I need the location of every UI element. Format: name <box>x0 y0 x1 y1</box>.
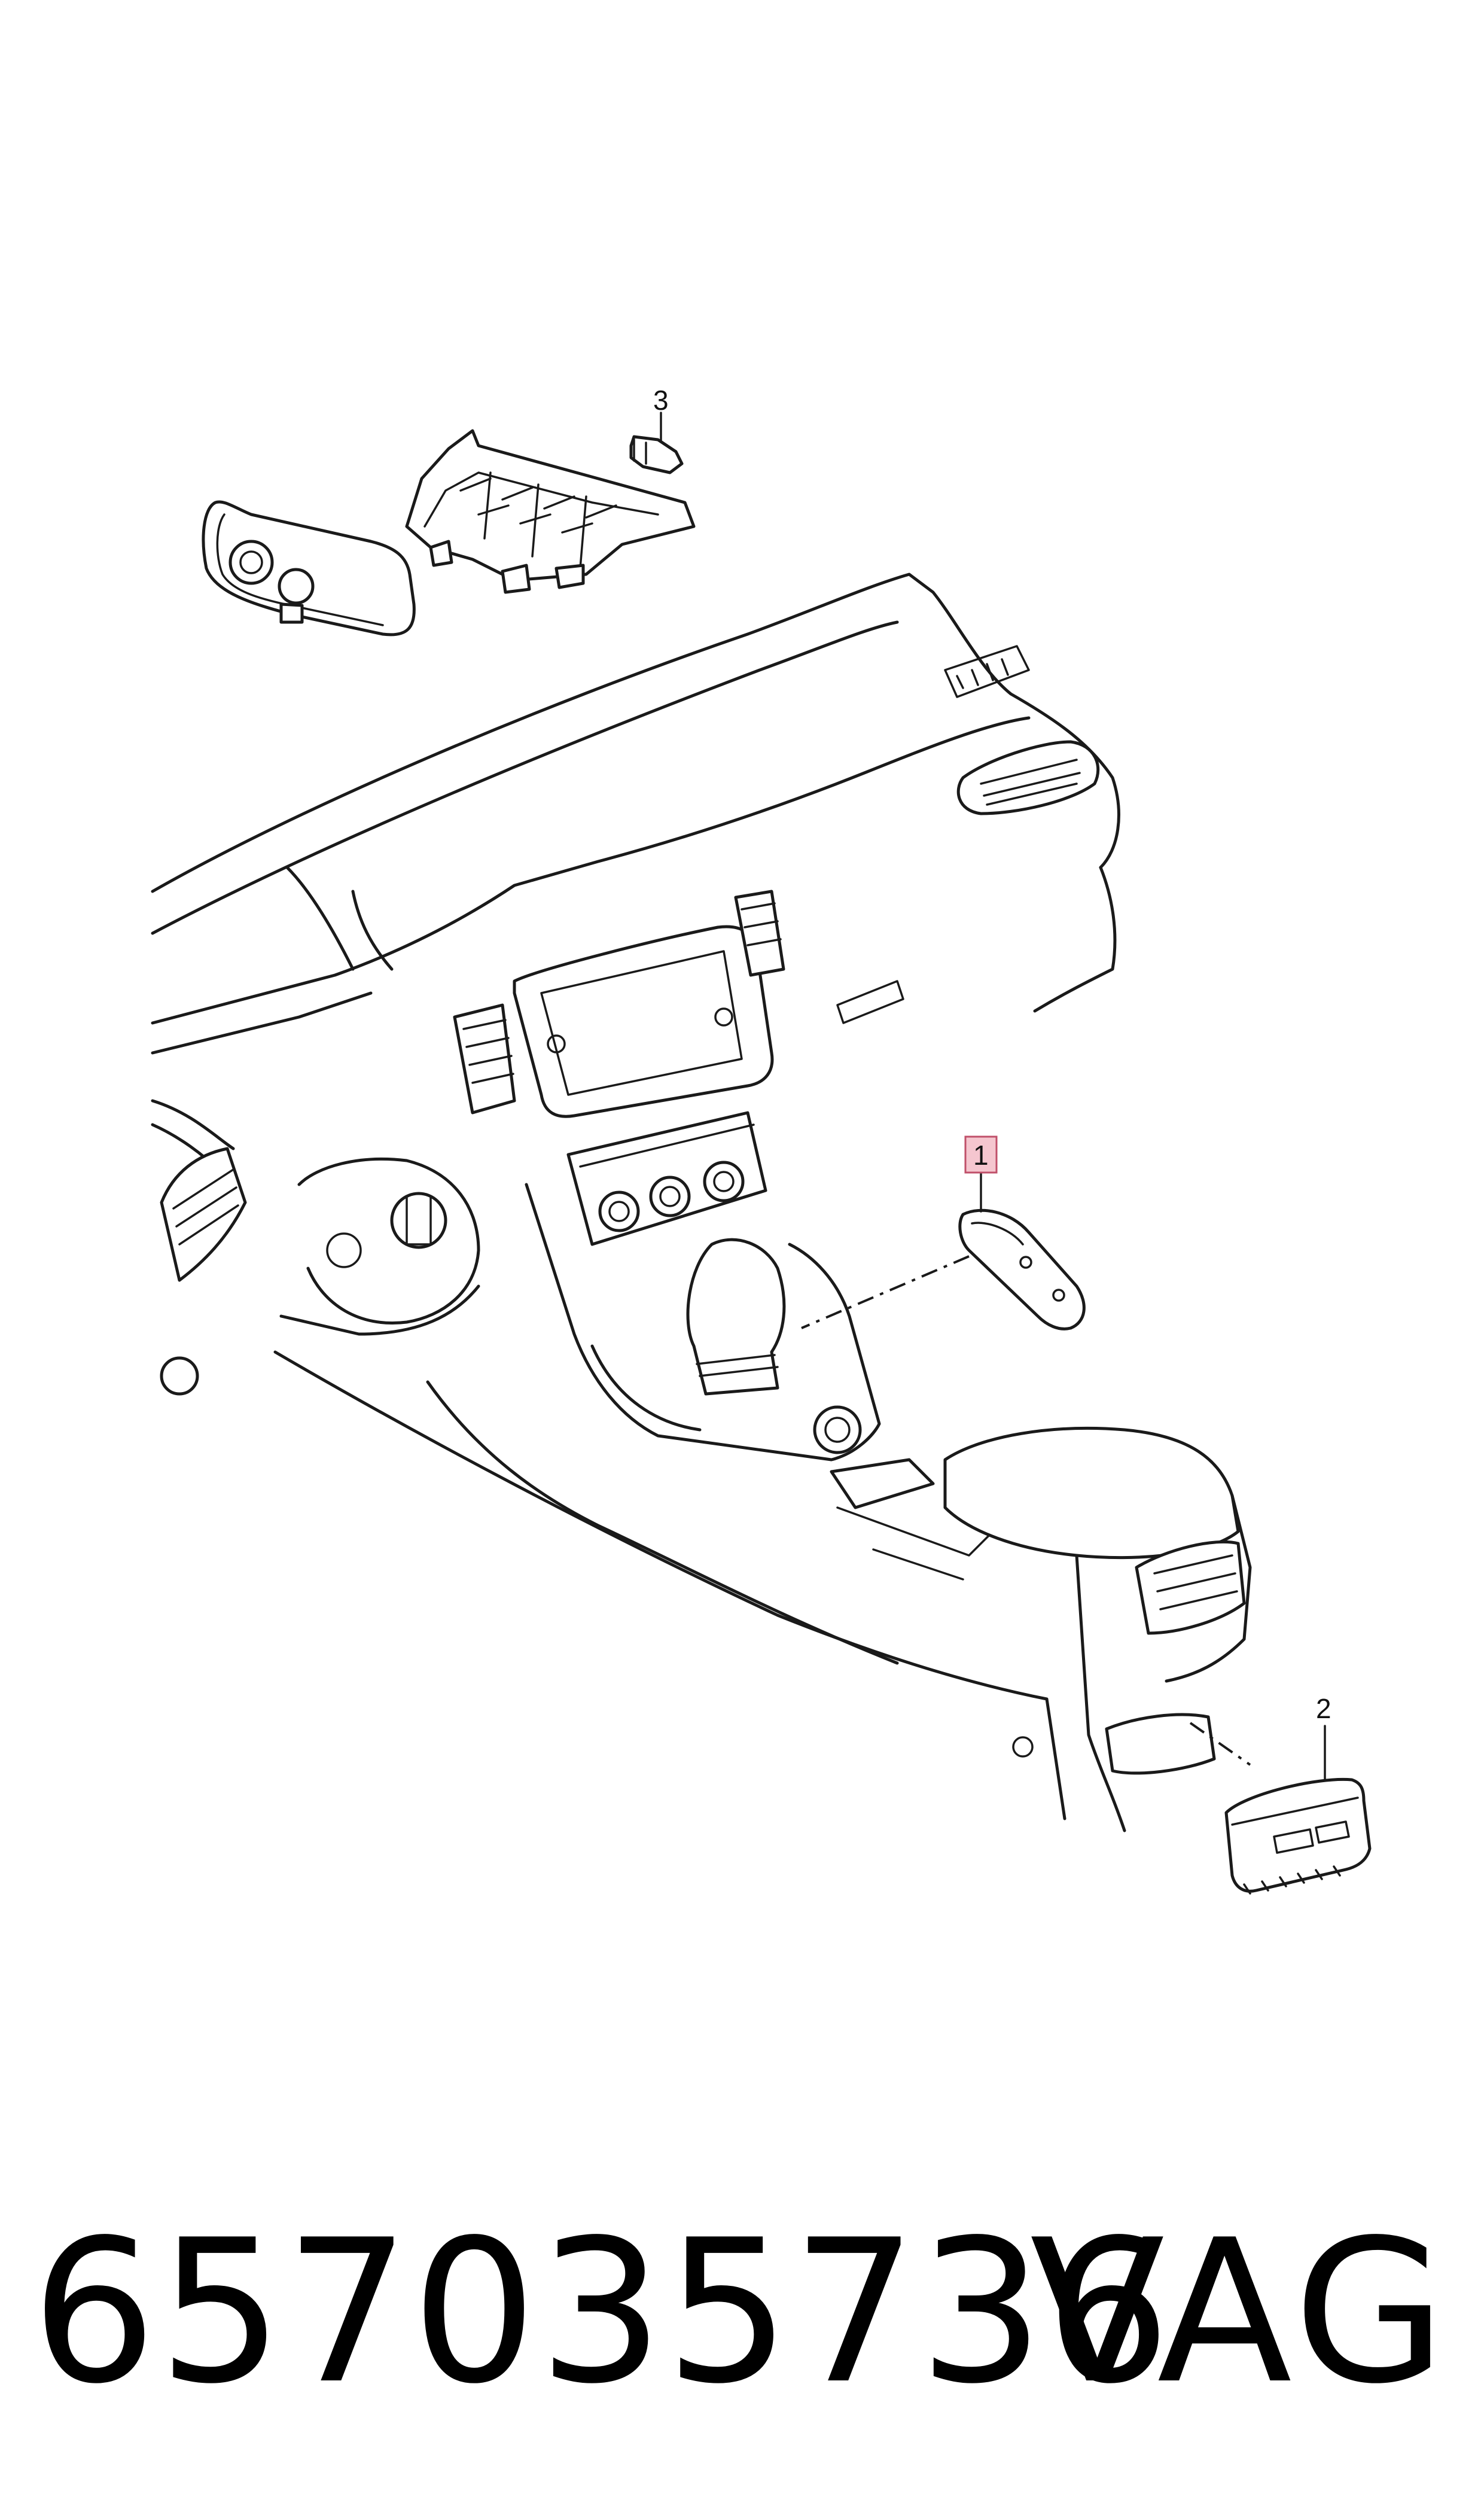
part-number: 657035736 <box>31 2197 1172 2427</box>
callout-3: 3 <box>653 385 669 416</box>
callout-2: 2 <box>1316 1693 1331 1724</box>
dashboard <box>151 573 1120 1174</box>
left-vent <box>160 1147 247 1396</box>
rear-view-mirror <box>202 500 416 637</box>
part-1-trim-strip <box>801 1171 1086 1330</box>
mirror-cover-bracket <box>405 429 696 594</box>
brand-label: VAG <box>1029 2197 1451 2427</box>
climate-panel <box>566 1111 767 1246</box>
callout-1-highlight <box>964 1135 998 1174</box>
steering-column <box>279 1157 480 1336</box>
parts-diagram: 3 <box>151 385 1372 1895</box>
clip-part-3 <box>629 412 684 474</box>
center-screen <box>513 925 774 1118</box>
center-console <box>273 1183 1252 1832</box>
part-2-usb-module <box>1189 1722 1372 1895</box>
center-vents <box>453 890 785 1115</box>
callout-1: 1 <box>973 1140 989 1171</box>
